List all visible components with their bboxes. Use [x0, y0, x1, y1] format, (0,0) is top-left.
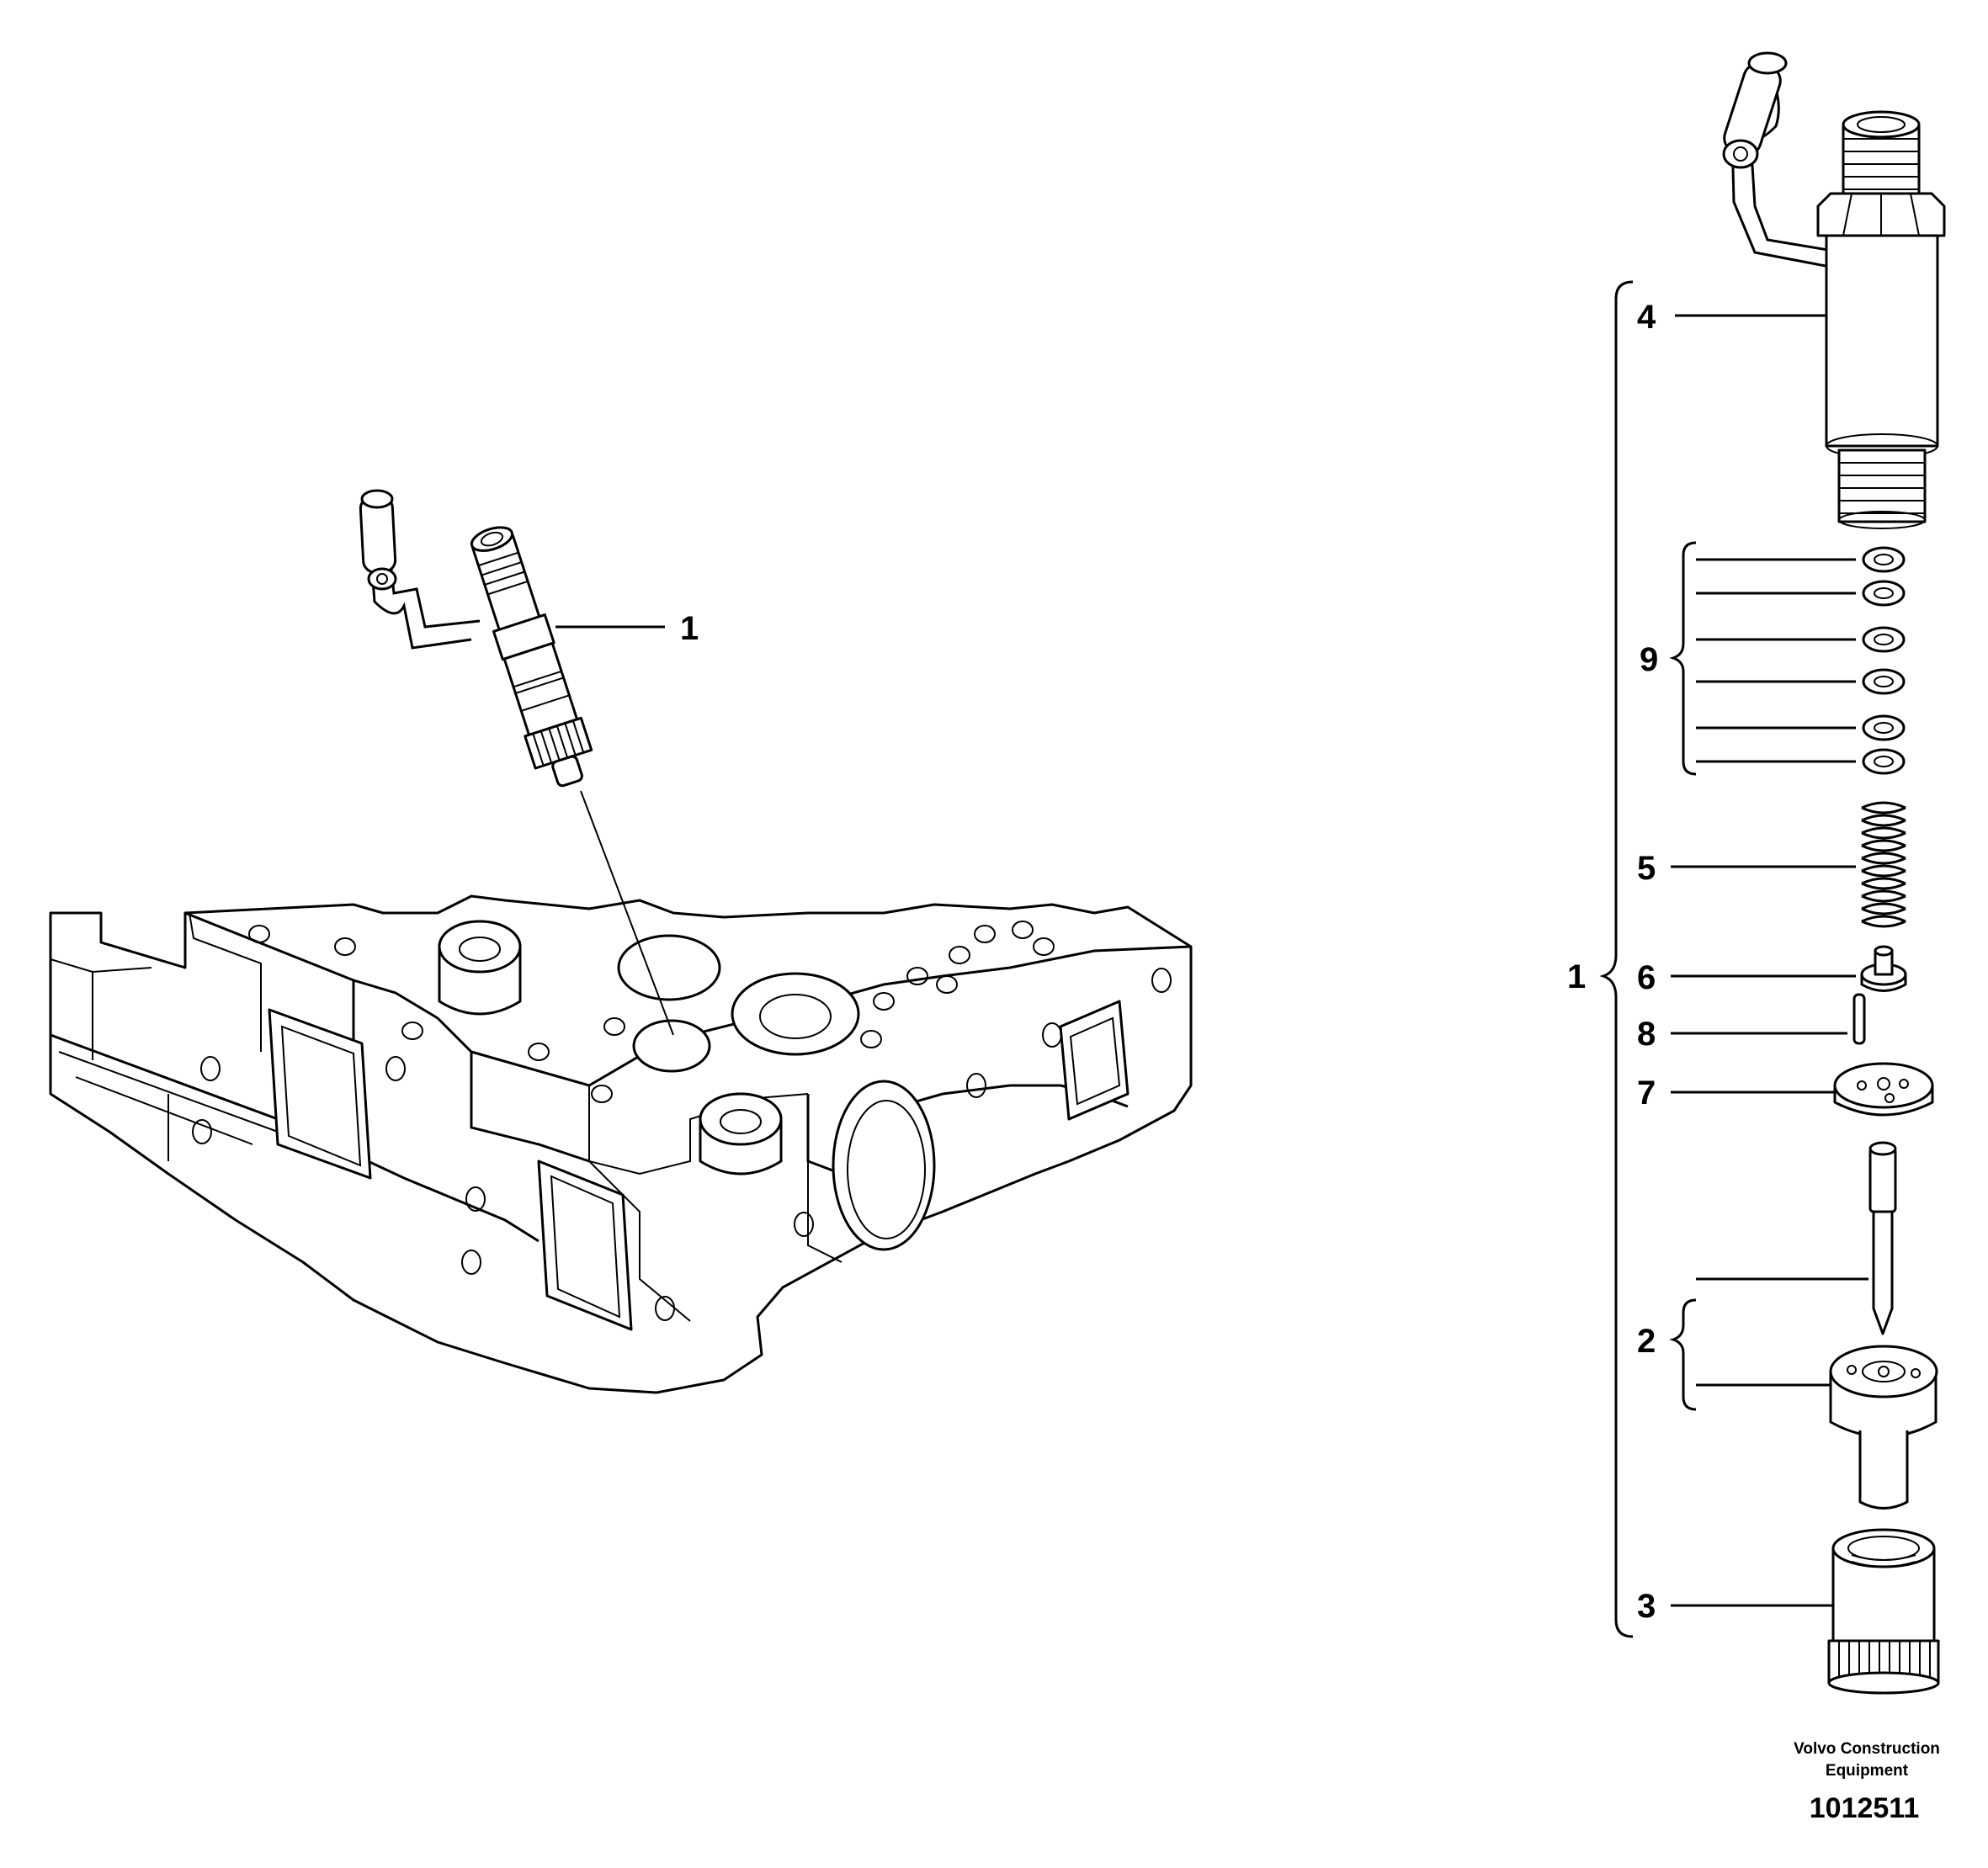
injector-assembled — [359, 489, 593, 788]
document-number: 1012511 — [1810, 1792, 1920, 1824]
callout-label-9: 9 — [1640, 641, 1658, 678]
callout-label-7: 7 — [1637, 1075, 1656, 1112]
cylinder-head — [49, 894, 1193, 1394]
callout-label-4: 4 — [1637, 299, 1656, 336]
part-spacer — [1833, 1062, 1934, 1117]
brace-9 — [1669, 541, 1697, 776]
callout-label-3: 3 — [1637, 1588, 1656, 1625]
callout-label-6: 6 — [1637, 959, 1656, 996]
part-retaining-nut — [1827, 1528, 1940, 1695]
part-holder — [1722, 51, 1946, 529]
brace-1 — [1599, 280, 1634, 1638]
brand-line-2: Equipment — [1826, 1762, 1909, 1780]
callout-label-2: 2 — [1637, 1323, 1656, 1360]
part-pressure-pin — [1860, 945, 1907, 992]
callout-label-8: 8 — [1637, 1016, 1656, 1053]
part-nozzle — [1829, 1141, 1938, 1510]
callout-label-1-right: 1 — [1567, 958, 1586, 995]
callout-label-1-left: 1 — [680, 610, 699, 647]
callout-label-5: 5 — [1637, 850, 1656, 887]
part-shims — [1696, 546, 1906, 775]
install-leader-line — [580, 790, 674, 1036]
brace-2 — [1669, 1298, 1697, 1411]
part-dowel-pin — [1852, 993, 1866, 1045]
brand-line-1: Volvo Construction — [1794, 1740, 1940, 1758]
part-spring — [1861, 801, 1906, 928]
